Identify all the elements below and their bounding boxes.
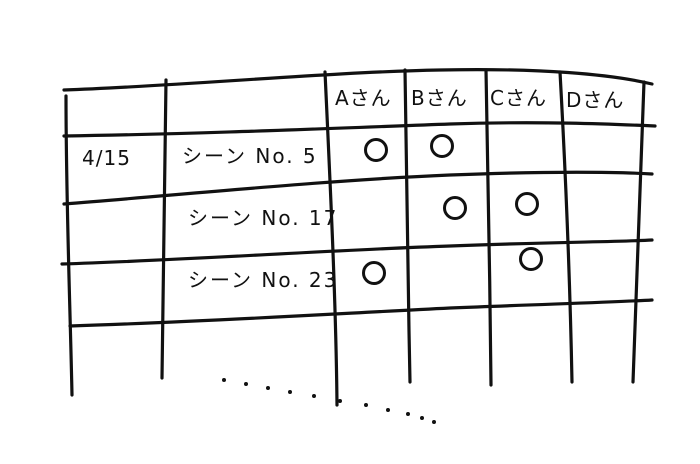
column-header-c: Cさん — [490, 86, 547, 110]
ellipsis-dot — [244, 382, 248, 386]
ellipsis-dot — [406, 412, 410, 416]
column-header-b: Bさん — [411, 86, 468, 110]
mark-circle-scene17-b — [443, 196, 467, 220]
ellipsis-dot — [432, 420, 436, 424]
row-divider-line-3 — [68, 298, 654, 328]
row-date-1: 4/15 — [82, 146, 131, 170]
mark-circle-scene23-a — [362, 261, 386, 285]
row-scene-3: シーン No. 23 — [188, 268, 339, 292]
column-header-d: Dさん — [566, 88, 625, 112]
column-line-b-c — [484, 68, 493, 387]
ellipsis-dot — [266, 386, 270, 390]
ellipsis-dot — [288, 390, 292, 394]
column-line-date-scene — [160, 78, 168, 380]
column-line-scene-a — [323, 70, 339, 407]
ellipsis-dot — [386, 408, 390, 412]
ellipsis-dot — [222, 378, 226, 382]
column-header-a: Aさん — [335, 86, 392, 110]
mark-circle-scene23-c — [519, 247, 543, 271]
column-line-a-b — [403, 68, 412, 384]
row-scene-2: シーン No. 17 — [188, 206, 339, 230]
ellipsis-dot — [364, 403, 368, 407]
column-line-d-right — [631, 80, 646, 384]
row-divider-line-2 — [60, 238, 654, 266]
column-line-c-d — [558, 70, 574, 384]
mark-circle-scene17-c — [515, 192, 539, 216]
row-divider-line-1 — [62, 170, 654, 206]
row-scene-1: シーン No. 5 — [182, 144, 318, 168]
ellipsis-dot — [420, 416, 424, 420]
ellipsis-dot — [312, 394, 316, 398]
mark-circle-scene5-a — [364, 138, 388, 162]
ellipsis-dot — [338, 399, 342, 403]
mark-circle-scene5-b — [430, 134, 454, 158]
header-divider-line — [62, 121, 657, 138]
column-line-date-left — [64, 94, 74, 397]
